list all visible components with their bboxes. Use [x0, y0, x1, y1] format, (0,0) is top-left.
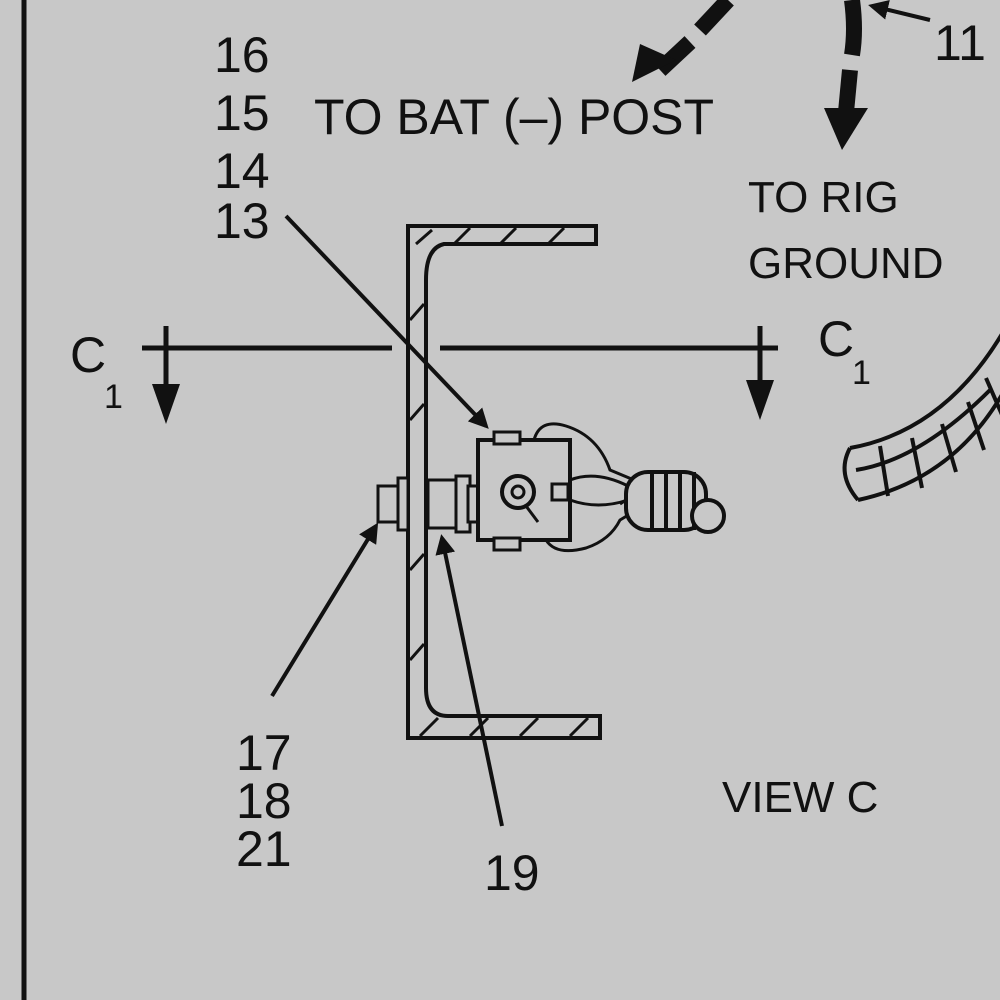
ground-clamp [476, 430, 572, 552]
item-number-16: 16 [214, 27, 270, 83]
leader-line-17 [270, 522, 379, 698]
item-number-19: 19 [484, 845, 540, 901]
section-marker-right: C 1 [818, 311, 871, 392]
dashed-arrow-rig-ground [824, 0, 868, 150]
item-number-18: 18 [236, 773, 292, 829]
item-number-11: 11 [934, 15, 986, 71]
callout-rig-ground-line2: GROUND [748, 239, 944, 288]
section-marker-left-index: 1 [104, 378, 123, 416]
item-number-13: 13 [214, 193, 270, 249]
section-marker-left-letter: C [70, 327, 106, 383]
section-marker-left: C 1 [70, 327, 123, 416]
item-number-17: 17 [236, 725, 292, 781]
view-title: VIEW C [722, 773, 878, 822]
dashed-arrow-bat-post [632, 0, 734, 82]
section-marker-right-letter: C [818, 311, 854, 367]
leader-line-13 [284, 214, 489, 429]
leader-line-11 [868, 0, 931, 22]
braided-cable-end [624, 470, 726, 534]
item-number-15: 15 [214, 85, 270, 141]
channel-bracket [406, 224, 602, 740]
item-number-21: 21 [236, 821, 292, 877]
section-line [142, 326, 778, 424]
braided-ground-strap [842, 333, 1000, 502]
ground-stud [376, 474, 488, 534]
item-number-14: 14 [214, 143, 270, 199]
leader-line-19 [435, 534, 504, 827]
callout-rig-ground-line1: TO RIG [748, 173, 899, 222]
callout-bat-post: TO BAT (–) POST [314, 89, 714, 145]
section-marker-right-index: 1 [852, 354, 871, 392]
